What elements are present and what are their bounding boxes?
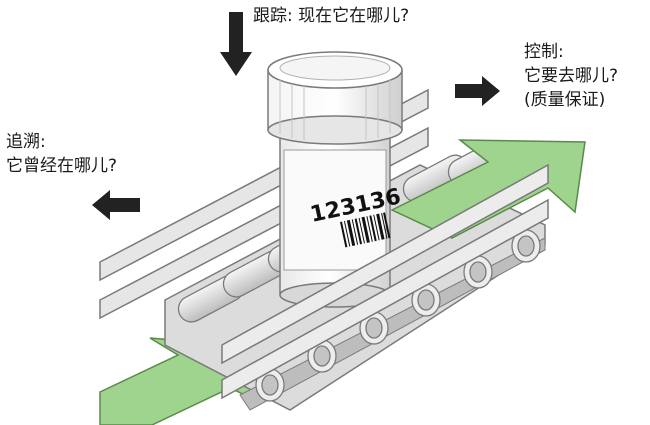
- control-question: 它要去哪儿?: [524, 66, 619, 86]
- track-question: 现在它在哪儿?: [298, 6, 410, 26]
- track-title: 跟踪:: [253, 6, 299, 26]
- front-rollers: [255, 229, 541, 402]
- rail-front-lower: [221, 198, 549, 400]
- arrow-right-icon: [455, 76, 500, 106]
- barcode: [340, 212, 391, 248]
- trace-question: 它曾经在哪儿?: [6, 156, 118, 176]
- control-note: (质量保证): [524, 90, 606, 110]
- rail-front-upper: [221, 163, 549, 365]
- arrow-down-icon: [220, 12, 252, 76]
- arrow-left-icon: [92, 190, 140, 220]
- control-label: 控制: 它要去哪儿? (质量保证): [524, 40, 618, 112]
- flow-arrow-output: [390, 139, 586, 239]
- trace-label: 追溯: 它曾经在哪儿?: [6, 130, 117, 178]
- control-title: 控制:: [524, 42, 564, 62]
- track-label: 跟踪: 现在它在哪儿?: [253, 4, 409, 28]
- trace-title: 追溯:: [6, 132, 46, 152]
